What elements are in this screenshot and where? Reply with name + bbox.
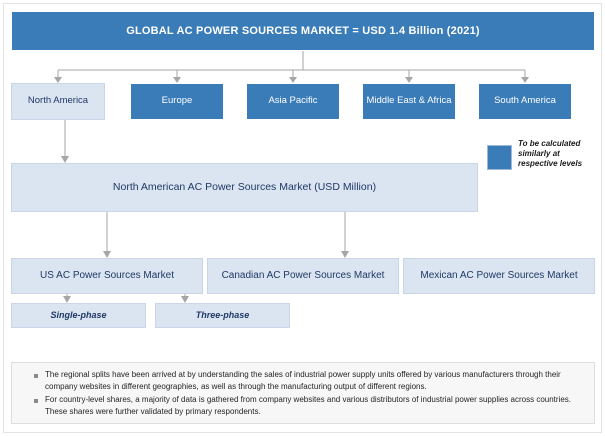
- region-box-middle-east-africa[interactable]: Middle East & Africa: [362, 83, 456, 120]
- region-box-south-america[interactable]: South America: [478, 83, 572, 120]
- note-item: For country-level shares, a majority of …: [22, 394, 584, 417]
- region-box-north-america[interactable]: North America: [11, 83, 105, 120]
- legend-color-swatch: [487, 145, 512, 170]
- legend: To be calculated similarly at respective…: [487, 139, 599, 201]
- country-box-mexico[interactable]: Mexican AC Power Sources Market: [403, 258, 595, 294]
- phase-box-single-phase[interactable]: Single-phase: [11, 303, 146, 328]
- global-market-title-box[interactable]: GLOBAL AC POWER SOURCES MARKET = USD 1.4…: [11, 11, 595, 51]
- legend-label: To be calculated similarly at respective…: [518, 139, 583, 169]
- country-box-canada[interactable]: Canadian AC Power Sources Market: [207, 258, 399, 294]
- country-box-us[interactable]: US AC Power Sources Market: [11, 258, 203, 294]
- note-text: For country-level shares, a majority of …: [45, 395, 572, 416]
- regional-market-box-north-america[interactable]: North American AC Power Sources Market (…: [11, 163, 478, 212]
- notes-panel: The regional splits have been arrived at…: [11, 362, 595, 424]
- bullet-square-icon: [34, 374, 38, 378]
- region-box-asia-pacific[interactable]: Asia Pacific: [246, 83, 340, 120]
- region-box-europe[interactable]: Europe: [130, 83, 224, 120]
- bullet-square-icon: [34, 399, 38, 404]
- note-text: The regional splits have been arrived at…: [45, 370, 561, 391]
- note-item: The regional splits have been arrived at…: [22, 369, 584, 392]
- phase-box-three-phase[interactable]: Three-phase: [155, 303, 290, 328]
